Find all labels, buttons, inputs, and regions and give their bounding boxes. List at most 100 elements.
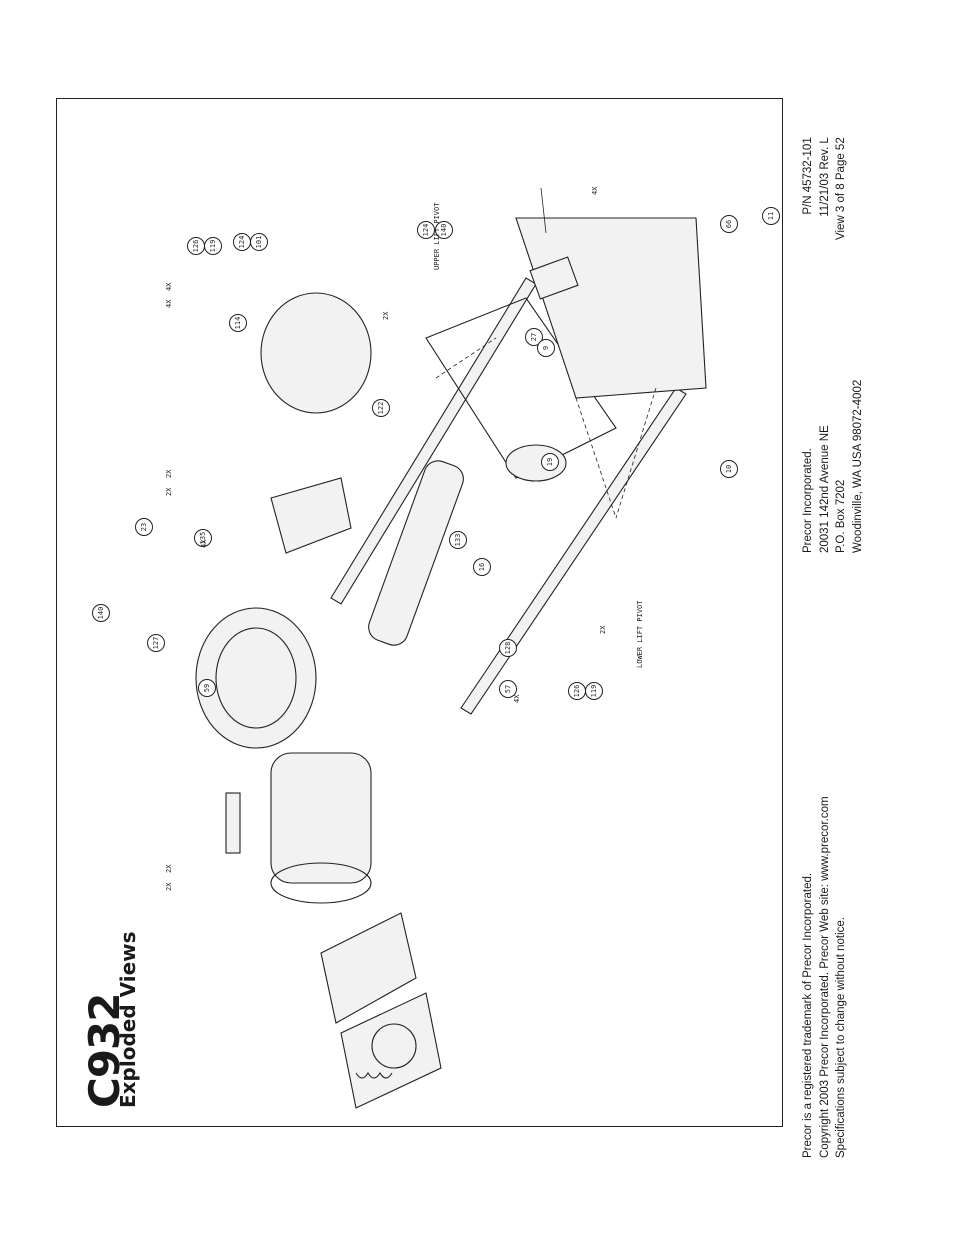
motor-bracket (425, 297, 617, 479)
svg-text:140: 140 (97, 607, 105, 620)
upper-lift-pivot-label: UPPER LIFT PIVOT (433, 202, 441, 270)
callout-19: 19 (541, 453, 559, 471)
fan-106 (371, 1023, 417, 1069)
quantity-note: 4X (513, 694, 521, 703)
callout-23: 23 (135, 518, 153, 536)
footer-address: Precor Incorporated. 20031 142nd Avenue … (800, 380, 866, 553)
svg-text:9: 9 (542, 346, 550, 350)
callout-128: 128 (499, 639, 517, 657)
quantity-note: 4X (591, 186, 599, 195)
quantity-note: 4X (165, 299, 173, 308)
callout-27: 27 (525, 328, 543, 346)
svg-text:140: 140 (440, 224, 448, 237)
dashed-leader (615, 387, 657, 519)
svg-text:27: 27 (530, 333, 538, 341)
assembly-114 (260, 292, 372, 414)
dashed-leader (575, 397, 617, 519)
quantity-note: 4X (200, 539, 208, 548)
svg-text:19: 19 (546, 458, 554, 466)
callout-140: 140 (435, 221, 453, 239)
callout-135: 135 (194, 529, 212, 547)
bracket-assembly-9 (270, 477, 352, 554)
housing-103 (320, 912, 417, 1024)
callout-124: 124 (417, 221, 435, 239)
lower-lift-pivot-label: LOWER LIFT PIVOT (636, 600, 644, 668)
svg-text:128: 128 (504, 642, 512, 655)
quantity-note: 2X (165, 864, 173, 873)
footer-doc-info: P/N 45732-101 11/21/03 Rev. L View 3 of … (800, 137, 850, 240)
footer-address-line: Precor Incorporated. (802, 448, 814, 553)
quantity-note: 2X (599, 625, 607, 634)
svg-text:16: 16 (478, 563, 486, 571)
footer-legal: Precor is a registered trademark of Prec… (800, 796, 850, 1158)
svg-text:133: 133 (454, 534, 462, 547)
footer-legal-line: Copyright 2003 Precor Incorporated. Prec… (818, 796, 831, 1158)
lower-rail (460, 387, 687, 715)
callout-119: 119 (204, 237, 222, 255)
quantity-note: 4X (165, 282, 173, 291)
svg-text:114: 114 (234, 317, 242, 330)
callout-11: 11 (762, 207, 780, 225)
assembly-114-body (260, 292, 372, 414)
exploded-view-diagram: 1061021036968671110662791401241912210112… (92, 186, 780, 1109)
callout-9: 9 (537, 339, 555, 357)
svg-text:66: 66 (725, 220, 733, 228)
callout-122: 122 (372, 399, 390, 417)
callout-59: 59 (198, 679, 216, 697)
quantity-note: 2X (165, 882, 173, 891)
lift-motor-end (270, 862, 372, 904)
svg-text:11: 11 (767, 212, 775, 220)
housing-102 (340, 992, 442, 1109)
lift-motor-body (270, 752, 372, 884)
callout-66: 66 (720, 215, 738, 233)
footer-doc-line: View 3 of 8 Page 52 (835, 137, 847, 240)
svg-text:135: 135 (199, 532, 207, 545)
svg-text:126: 126 (192, 240, 200, 253)
footer-address-line: Woodinville, WA USA 98072-4002 (851, 379, 864, 553)
roller-body (368, 460, 464, 646)
lift-motor (270, 752, 372, 904)
bracket-135-body (529, 256, 579, 300)
callout-140: 140 (92, 604, 110, 622)
footer-doc-line: 11/21/03 Rev. L (818, 137, 831, 217)
lift-pivot-notes: LOWER LIFT PIVOT UPPER LIFT PIVOT (433, 202, 644, 668)
callout-133: 133 (449, 531, 467, 549)
footer-address-line: P.O. Box 7202 (835, 479, 847, 553)
svg-text:127: 127 (152, 637, 160, 650)
quantity-note: 2X (382, 311, 390, 320)
callout-101: 101 (250, 233, 268, 251)
footer-legal-line: Precor is a registered trademark of Prec… (802, 872, 814, 1158)
housings (320, 912, 442, 1109)
callout-126: 126 (187, 237, 205, 255)
quantity-note: 2X (165, 469, 173, 478)
svg-text:119: 119 (590, 685, 598, 698)
base-plate (515, 217, 707, 399)
callout-127: 127 (147, 634, 165, 652)
svg-text:101: 101 (255, 236, 263, 249)
svg-text:59: 59 (203, 684, 211, 692)
footer-doc-line: P/N 45732-101 (802, 137, 814, 215)
frame-rails (330, 217, 707, 715)
svg-text:126: 126 (573, 685, 581, 698)
svg-text:119: 119 (209, 240, 217, 253)
bracket-135 (529, 187, 579, 300)
roller (368, 460, 464, 646)
page-frame (56, 98, 783, 1127)
fan-shroud (195, 607, 317, 749)
callout-119: 119 (585, 682, 603, 700)
footer-legal-line: Specifications subject to change without… (835, 916, 847, 1158)
wire-106 (355, 1071, 393, 1079)
bracket-67 (225, 792, 241, 854)
svg-text:124: 124 (422, 224, 430, 237)
callout-16: 16 (473, 558, 491, 576)
callout-126: 126 (568, 682, 586, 700)
callout-124: 124 (233, 233, 251, 251)
svg-text:124: 124 (238, 236, 246, 249)
callout-114: 114 (229, 314, 247, 332)
svg-text:122: 122 (377, 402, 385, 415)
callout-group: 1061021036968671110662791401241912210112… (92, 207, 780, 700)
quantity-note: 2X (165, 487, 173, 496)
bracket-assembly-body (270, 477, 352, 554)
svg-text:23: 23 (140, 523, 148, 531)
callout-10: 10 (720, 460, 738, 478)
